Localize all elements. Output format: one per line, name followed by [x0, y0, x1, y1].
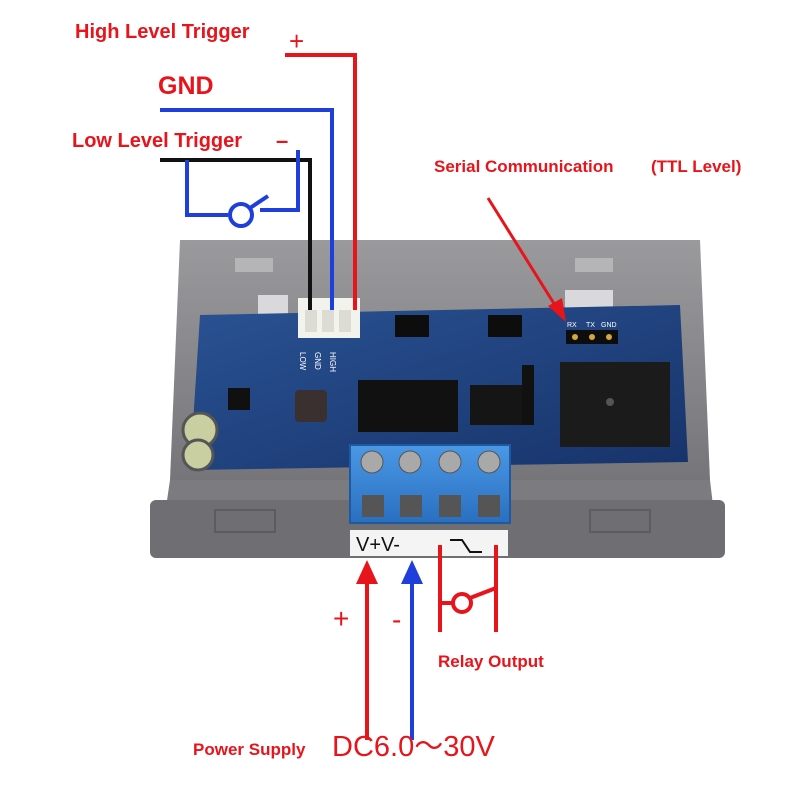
power-minus-sign: - [392, 604, 402, 635]
enclosure-notch [214, 509, 276, 533]
small-chip [228, 388, 250, 410]
serial-pin-rx: RX [567, 322, 577, 329]
power-wiring [356, 560, 423, 740]
power-supply-label: Power Supply [193, 740, 306, 759]
terminal-socket [400, 495, 422, 517]
connector-label-low: LOW [298, 352, 307, 371]
enclosure-tab [235, 258, 273, 272]
low-switch-wire [185, 160, 228, 217]
relay-wiring [438, 545, 498, 632]
terminal-screw [360, 450, 384, 474]
power-plus-sign: + [333, 603, 350, 634]
high-level-trigger-label: High Level Trigger [75, 21, 250, 43]
enclosure-flange [150, 500, 725, 558]
gnd-wire [160, 108, 334, 310]
enclosure-tab [575, 258, 613, 272]
terminal-socket [478, 495, 500, 517]
serial-pin-tx: TX [586, 322, 595, 329]
relay-output-label: Relay Output [438, 652, 544, 671]
serial-arrow-head [548, 298, 566, 322]
low-switch-contact [228, 202, 254, 228]
inductor [295, 390, 327, 422]
relay-marker [606, 398, 614, 406]
main-chip [358, 380, 458, 432]
connector-label-gnd: GND [313, 352, 322, 370]
connector-label-high: HIGH [328, 352, 337, 372]
serial-arrow [486, 197, 566, 322]
serial-pin [589, 334, 595, 340]
power-positive-arrow [356, 560, 378, 584]
terminal-relay-symbol [450, 539, 482, 553]
high-level-wire [285, 53, 357, 310]
pcb-board: RX TX GND LOW GND HIGH [181, 298, 688, 472]
low-level-minus-sign: – [276, 128, 289, 153]
serial-arrow-line [486, 197, 560, 311]
secondary-chip [470, 385, 530, 425]
optocoupler [395, 315, 429, 337]
gnd-label: GND [158, 72, 214, 100]
enclosure-notch [589, 509, 651, 533]
low-switch-lever [248, 194, 270, 210]
terminal-label-power: V+V- [356, 534, 400, 556]
connector-pin-slot [305, 310, 317, 332]
connector-pin-slot [322, 310, 334, 332]
low-level-trigger-label: Low Level Trigger [72, 130, 243, 152]
power-negative-arrow [401, 560, 423, 584]
trigger-wiring [160, 53, 357, 310]
optocoupler [488, 315, 522, 337]
high-level-plus-sign: + [289, 26, 305, 56]
terminal-socket [439, 495, 461, 517]
terminal-screw [438, 450, 462, 474]
relay-block [560, 362, 670, 447]
enclosure-clip [258, 295, 288, 317]
terminal-screw [398, 450, 422, 474]
connector-pin-slot [339, 310, 351, 332]
relay-switch-contact [451, 592, 473, 614]
ttl-level-label: (TTL Level) [651, 157, 742, 176]
capacitor [181, 438, 215, 472]
serial-pin-gnd: GND [601, 322, 617, 329]
low-level-wire [160, 158, 312, 310]
relay-switch-lever [469, 586, 497, 600]
terminal-block: V+V- [349, 444, 511, 556]
terminal-socket [362, 495, 384, 517]
serial-pin [572, 334, 578, 340]
serial-communication-label: Serial Communication [434, 157, 614, 176]
voltage-label: DC6.0～30V [332, 731, 495, 763]
low-switch-wire [260, 150, 300, 212]
pin-header [522, 365, 534, 425]
terminal-screw [477, 450, 501, 474]
serial-pin [606, 334, 612, 340]
